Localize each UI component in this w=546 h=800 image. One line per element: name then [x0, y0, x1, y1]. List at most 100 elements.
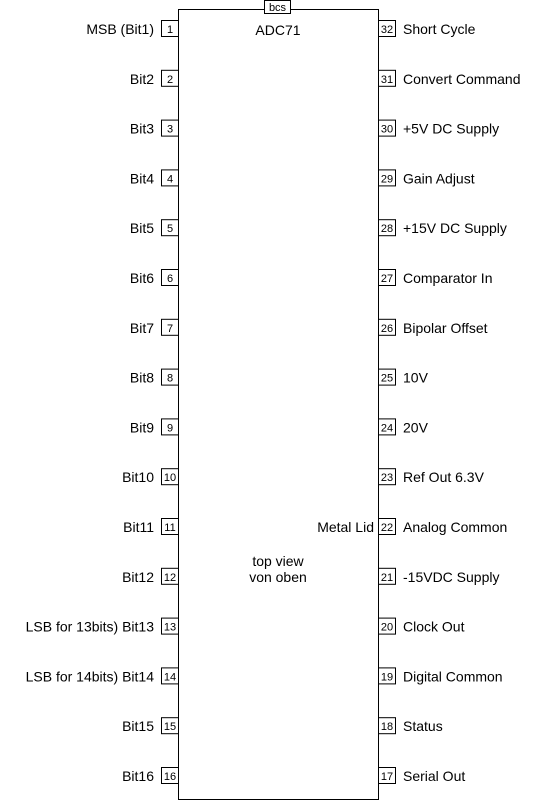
pin-number: 12 — [164, 572, 176, 584]
pin-number-box — [161, 567, 179, 585]
pin-number: 27 — [381, 273, 393, 285]
pin-label: Bit15 — [122, 718, 154, 734]
pin-number: 20 — [381, 622, 393, 634]
maker-tag-box — [264, 0, 291, 14]
pin-number-box — [378, 767, 396, 784]
pin-number: 14 — [164, 671, 176, 683]
pin-number-box — [161, 418, 179, 436]
pin-label: Bit7 — [130, 320, 154, 336]
pin-left: 1 MSB (Bit1) — [86, 20, 179, 37]
pin-number-box — [161, 667, 179, 685]
pin-number: 28 — [381, 223, 393, 235]
maker-tag: bcs — [269, 2, 287, 14]
pin-right: 20 Clock Out — [378, 617, 465, 635]
pin-label: LSB for 14bits) Bit14 — [26, 668, 155, 684]
pin-number-box — [378, 617, 396, 635]
pin-number-box — [378, 269, 396, 286]
pin-number-box — [161, 767, 179, 784]
pin-left: 9 Bit9 — [130, 418, 179, 436]
pin-label: 20V — [403, 419, 429, 435]
pin-label: Bit11 — [123, 519, 154, 535]
pin-label: 10V — [403, 370, 429, 386]
pin-number-box — [378, 169, 396, 187]
pin-number: 11 — [164, 522, 175, 534]
pin-label: Bit12 — [122, 569, 154, 585]
pin-label: Bit16 — [122, 768, 154, 784]
pin-number: 1 — [167, 24, 173, 36]
pin-number: 23 — [381, 472, 393, 484]
pin-label: MSB (Bit1) — [86, 21, 154, 37]
pin-number-box — [378, 518, 396, 535]
pin-number: 18 — [381, 721, 393, 733]
pin-label: Short Cycle — [403, 21, 476, 37]
pin-label: +5V DC Supply — [403, 121, 499, 137]
pin-right: 30+5V DC Supply — [378, 119, 499, 137]
pin-number-box — [378, 468, 396, 486]
pin-label: Bipolar Offset — [403, 320, 488, 336]
pin-number: 16 — [164, 771, 176, 783]
pin-number: 15 — [164, 721, 176, 733]
pin-number-box — [161, 269, 179, 286]
pin-number: 32 — [381, 24, 393, 36]
pin-label: Clock Out — [403, 619, 465, 635]
pin-number-box — [378, 69, 396, 87]
pin-label: Bit9 — [130, 419, 154, 435]
pin-number-box — [161, 169, 179, 187]
pin-number-box — [161, 617, 179, 635]
pin-number-box — [161, 69, 179, 87]
pin-left: 11 Bit11 — [123, 518, 179, 535]
view-label-de: von oben — [249, 569, 307, 585]
pin-number-box — [378, 717, 396, 735]
pin-left: 7 Bit7 — [130, 318, 179, 336]
pin-number: 17 — [381, 771, 393, 783]
pin-right: 18 Status — [378, 717, 443, 735]
pin-number: 24 — [381, 422, 393, 434]
pin-label: Bit3 — [130, 121, 154, 137]
chip-body — [178, 9, 379, 800]
pin-label: Bit8 — [130, 370, 154, 386]
pin-number: 7 — [167, 323, 173, 335]
pin-right: 32 Short Cycle — [378, 20, 476, 37]
pin-label: +15V DC Supply — [403, 220, 507, 236]
pin-number: 22 — [381, 522, 393, 534]
pin-number: 9 — [167, 422, 173, 434]
pin-number: 31 — [381, 74, 393, 86]
pin-number: 8 — [167, 373, 173, 385]
pin-number-box — [378, 418, 396, 436]
pin-number: 21 — [381, 572, 393, 584]
pin-number-box — [161, 219, 179, 237]
pin-number-box — [378, 119, 396, 137]
pin-number-box — [161, 20, 179, 37]
pin-label: Digital Common — [403, 668, 503, 684]
pin-number: 10 — [164, 472, 176, 484]
pin-number-box — [161, 717, 179, 735]
pin-number-box — [378, 567, 396, 585]
pin-label: Status — [403, 718, 443, 734]
pin-label: LSB for 13bits) Bit13 — [26, 619, 155, 635]
pin-number-box — [161, 318, 179, 336]
pin-right: 21 -15VDC Supply — [378, 567, 500, 585]
pin-number-box — [161, 518, 179, 535]
pin-right: 17 Serial Out — [378, 767, 465, 784]
pin-label: -15VDC Supply — [403, 569, 500, 585]
pin-label: Ref Out 6.3V — [403, 469, 485, 485]
pin-label: Serial Out — [403, 768, 465, 784]
pin-number: 2 — [167, 74, 173, 86]
pin-number: 6 — [167, 273, 173, 285]
pin-number: 5 — [167, 223, 173, 235]
pin-left: 12 Bit12 — [122, 567, 179, 585]
